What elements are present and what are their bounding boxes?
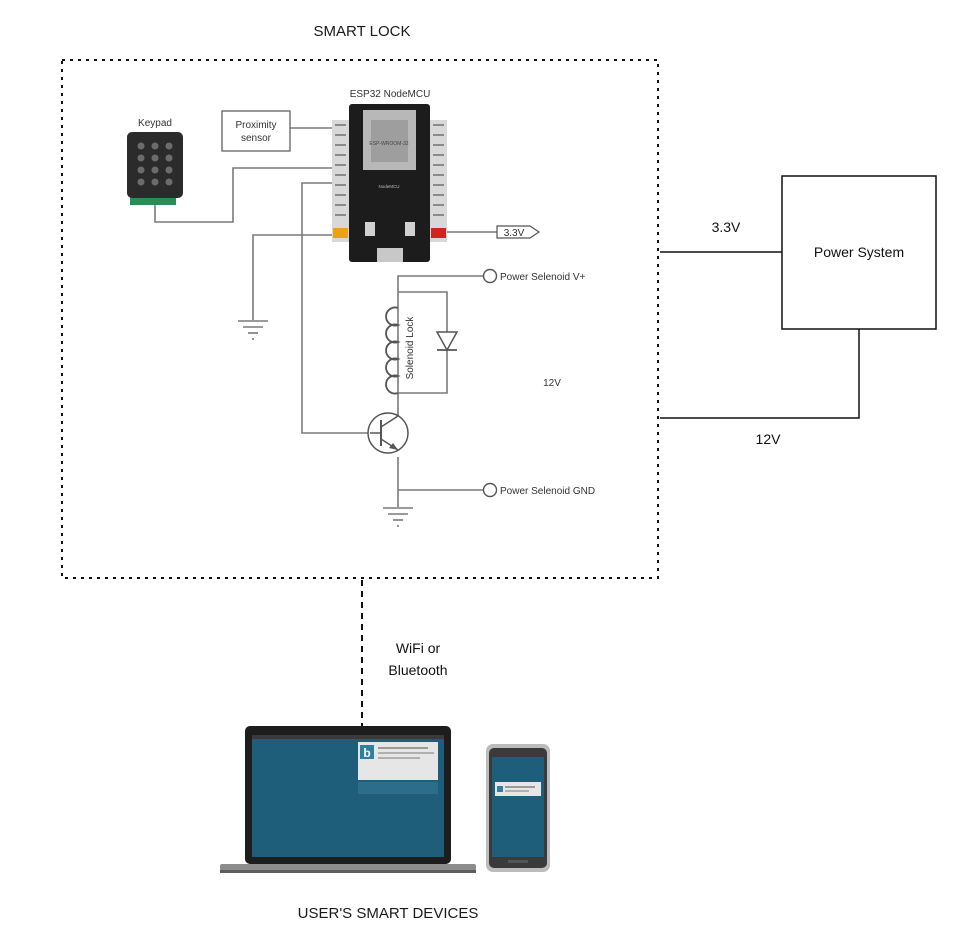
mcu-board-text: NodeMCU — [378, 184, 399, 189]
keypad-icon — [127, 132, 183, 205]
diode-symbol — [435, 331, 459, 352]
solenoid-label: Solenoid Lock — [405, 316, 416, 380]
mcu-chip-text: ESP-WROOM-32 — [369, 141, 408, 147]
proximity-sensor-label-2: sensor — [241, 133, 272, 144]
esp32-board: ESP-WROOM-32 NodeMCU — [332, 104, 447, 262]
diagram-title: SMART LOCK — [314, 23, 411, 40]
solenoid-coil — [385, 306, 401, 395]
smartphone-icon — [486, 744, 550, 872]
power-3v3-label: 3.3V — [712, 219, 741, 235]
power-system-box — [781, 175, 937, 330]
solenoid-vplus-label: Power Selenoid V+ — [500, 272, 585, 283]
smart-lock-boundary — [61, 59, 659, 579]
rail-3v3-label: 3.3V — [504, 228, 525, 239]
solenoid-gnd-label: Power Selenoid GND — [500, 486, 595, 497]
solenoid-voltage-label: 12V — [543, 378, 561, 389]
wireless-link-label-1: WiFi or — [396, 640, 441, 656]
devices-caption: USER'S SMART DEVICES — [298, 905, 479, 922]
power-system-label: Power System — [814, 244, 904, 260]
laptop-icon: b — [220, 726, 476, 873]
mcu-label: ESP32 NodeMCU — [350, 89, 431, 100]
power-12v-connector — [660, 329, 860, 419]
ground-symbol-2 — [383, 507, 413, 527]
laptop-app-letter: b — [363, 746, 370, 760]
power-12v-label: 12V — [756, 431, 782, 447]
keypad-label: Keypad — [138, 118, 172, 129]
circuit-wires — [154, 127, 497, 507]
proximity-sensor-box — [221, 110, 291, 152]
ground-symbol-1 — [238, 320, 268, 340]
transistor-symbol — [367, 412, 409, 454]
proximity-sensor-label-1: Proximity — [235, 120, 276, 131]
rail-3v3-tag — [496, 225, 541, 239]
wireless-link-label-2: Bluetooth — [388, 662, 447, 678]
solenoid-gnd-terminal — [482, 482, 498, 498]
solenoid-vplus-terminal — [482, 268, 498, 284]
